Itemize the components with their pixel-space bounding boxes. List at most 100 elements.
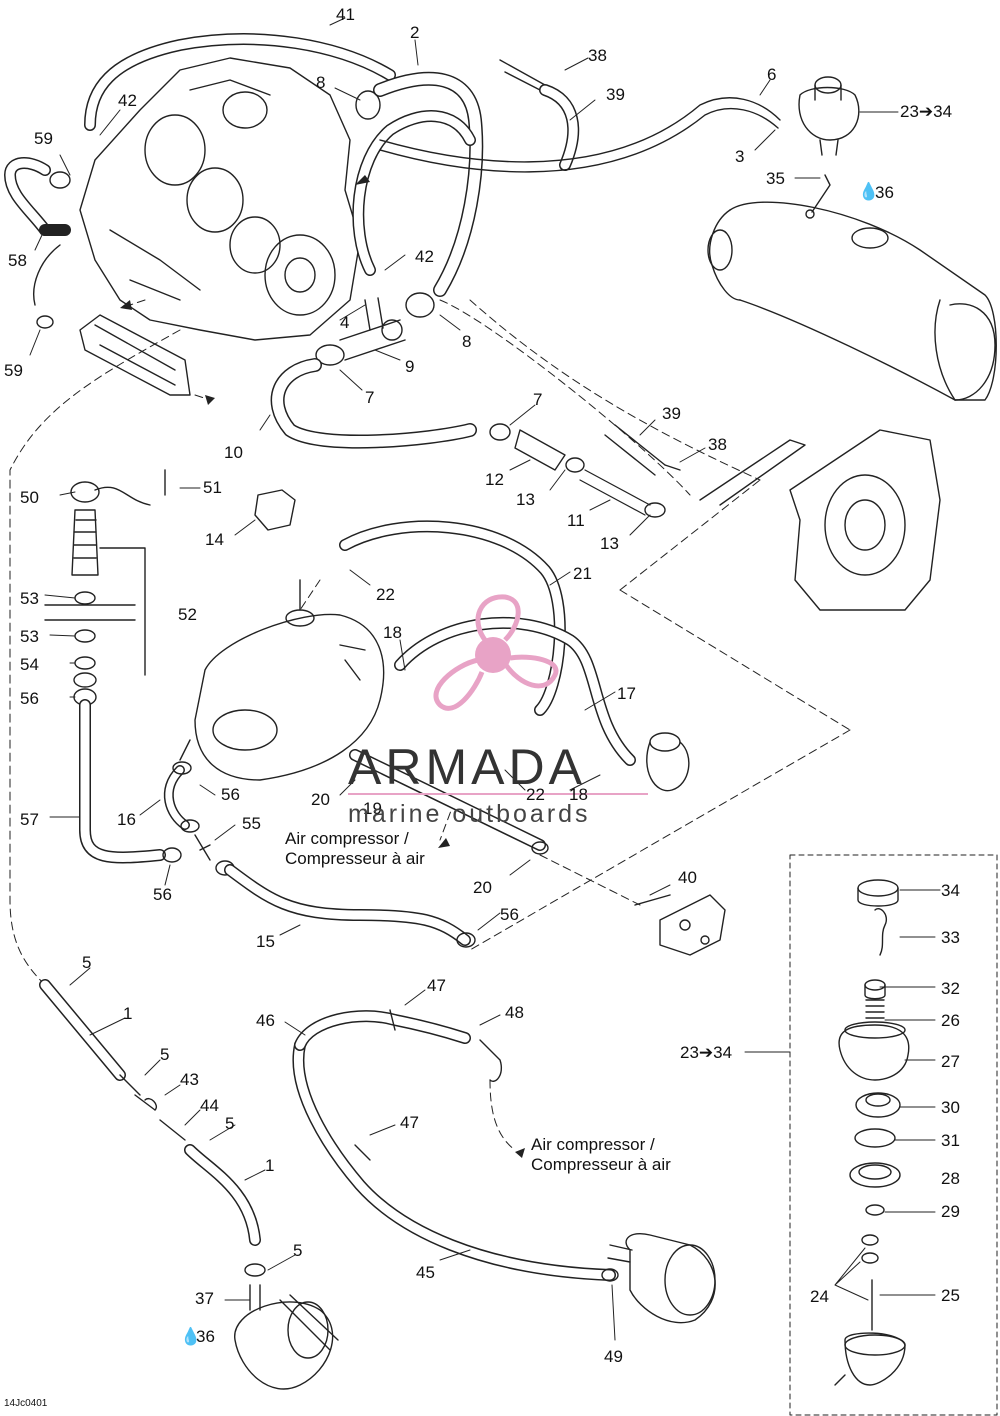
muffler-tank (707, 201, 997, 401)
callout-39: 39 (662, 404, 681, 423)
callout-15: 15 (256, 932, 275, 951)
callout-59: 59 (34, 129, 53, 148)
callout-12: 12 (485, 470, 504, 489)
propeller-icon (433, 594, 559, 711)
callout-53: 53 (20, 627, 39, 646)
callout-44: 44 (200, 1096, 219, 1115)
callout-3: 3 (735, 147, 745, 166)
watermark-brand: ARMADA (348, 739, 586, 795)
note-french: Compresseur à air (531, 1154, 671, 1174)
callout-5: 5 (293, 1241, 303, 1260)
callout-2: 2 (410, 23, 420, 42)
callout-9: 9 (405, 357, 415, 376)
callout-4: 4 (340, 313, 350, 332)
callout-11: 11 (567, 511, 585, 530)
callout-56: 56 (221, 785, 240, 804)
callout-7: 7 (365, 388, 375, 407)
callout-50: 50 (20, 488, 39, 507)
callout-13: 13 (516, 490, 535, 509)
callout-55: 55 (242, 814, 261, 833)
note-english: Air compressor / (285, 829, 409, 848)
callout-30: 30 (941, 1098, 960, 1117)
callout-36: 36 (196, 1327, 215, 1346)
callout-29: 29 (941, 1202, 960, 1221)
housing-bracket (699, 429, 941, 611)
callout-56: 56 (20, 689, 39, 708)
callout-14: 14 (205, 530, 224, 549)
air-compressor (607, 1233, 716, 1324)
callout-5: 5 (225, 1114, 235, 1133)
callout-7: 7 (533, 390, 543, 409)
callout-53: 53 (20, 589, 39, 608)
callout-37: 37 (195, 1289, 214, 1308)
callout-56: 56 (500, 905, 519, 924)
callout-32: 32 (941, 979, 960, 998)
callout-18: 18 (383, 623, 402, 642)
callout-56: 56 (153, 885, 172, 904)
callout-35: 35 (766, 169, 785, 188)
callout-33: 33 (941, 928, 960, 947)
callout-8: 8 (316, 73, 326, 92)
figure-code: 14Jc0401 (4, 1398, 48, 1409)
oil-tank (194, 579, 385, 781)
air-compressor-note: Air compressor / Compresseur à air (531, 1135, 671, 1174)
callout-13: 13 (600, 534, 619, 553)
callout-28: 28 (941, 1169, 960, 1188)
watermark-tagline: marine outboards (348, 800, 591, 828)
detail-box (789, 854, 998, 1416)
air-compressor-note: Air compressor / Compresseur à air (285, 829, 425, 868)
callout-38: 38 (588, 46, 607, 65)
callout-5: 5 (160, 1045, 170, 1064)
callout-39: 39 (606, 85, 625, 104)
note-english: Air compressor / (531, 1135, 655, 1154)
callout-59: 59 (4, 361, 23, 380)
callout-23-34: 23➔34 (680, 1043, 733, 1062)
callout-57: 57 (20, 810, 39, 829)
callout-22: 22 (526, 785, 545, 804)
callout-48: 48 (505, 1003, 524, 1022)
engine-block (79, 57, 361, 341)
callout-52: 52 (178, 605, 197, 624)
callout-42: 42 (415, 247, 434, 266)
callout-16: 16 (117, 810, 136, 829)
callout-25: 25 (941, 1286, 960, 1305)
callout-47: 47 (427, 976, 446, 995)
fuel-rail (79, 314, 191, 396)
callout-20: 20 (473, 878, 492, 897)
callout-58: 58 (8, 251, 27, 270)
callout-43: 43 (180, 1070, 199, 1089)
callout-23-34: 23➔34 (900, 102, 953, 121)
callout-22: 22 (376, 585, 395, 604)
callout-21: 21 (573, 564, 592, 583)
callout-6: 6 (767, 65, 777, 84)
callout-41: 41 (336, 5, 355, 24)
callout-42: 42 (118, 91, 137, 110)
callout-36: 36 (875, 183, 894, 202)
callout-51: 51 (203, 478, 222, 497)
callout-19: 19 (363, 799, 382, 818)
reservoir (798, 76, 860, 156)
callout-47: 47 (400, 1113, 419, 1132)
cap-assembly-parts (834, 879, 910, 1386)
callout-1: 1 (265, 1156, 275, 1175)
callout-24: 24 (810, 1287, 829, 1306)
callout-5: 5 (82, 953, 92, 972)
callout-54: 54 (20, 655, 39, 674)
callout-31: 31 (941, 1131, 960, 1150)
callout-34: 34 (941, 881, 960, 900)
callout-27: 27 (941, 1052, 960, 1071)
callout-45: 45 (416, 1263, 435, 1282)
callout-8: 8 (462, 332, 472, 351)
callout-10: 10 (224, 443, 243, 462)
callout-26: 26 (941, 1011, 960, 1030)
callout-40: 40 (678, 868, 697, 887)
callout-18: 18 (569, 785, 588, 804)
note-french: Compresseur à air (285, 848, 425, 868)
oil-drop-icon: 💧 (858, 182, 880, 201)
callout-38: 38 (708, 435, 727, 454)
callout-17: 17 (617, 684, 636, 703)
callout-20: 20 (311, 790, 330, 809)
callout-46: 46 (256, 1011, 275, 1030)
